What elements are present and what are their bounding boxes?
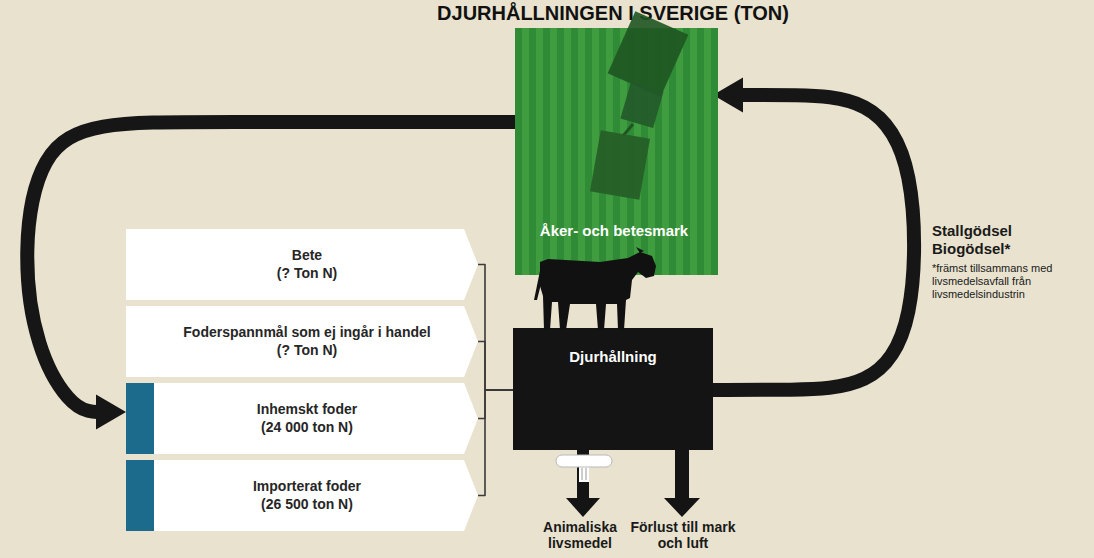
flow-label: Stallgödsel (932, 222, 1082, 240)
feed-box: Bete(? Ton N) (126, 229, 478, 300)
field-stripe (697, 28, 704, 275)
diagram-title: DJURHÅLLNINGEN I SVERIGE (TON) (313, 1, 913, 25)
field-stripe (711, 28, 718, 275)
output-label: Animaliska livsmedel (532, 519, 628, 551)
box-fill (513, 328, 713, 450)
feed-box: Importerat foder(26 500 ton N) (126, 460, 478, 531)
node-text: Foderspannmål som ej ingår i handel (183, 324, 430, 342)
flow-connector (478, 342, 513, 391)
fork-prong (582, 468, 583, 480)
feed-box: Foderspannmål som ej ingår i handel(? To… (126, 306, 478, 377)
tag-shape (126, 383, 478, 454)
connector-line (478, 342, 513, 391)
flow-connector (478, 390, 513, 419)
footnote: *främst tillsammans med livsmedelsavfall… (932, 262, 1090, 301)
node-text: (? Ton N) (277, 342, 337, 360)
connector-line (478, 265, 513, 391)
flow-connector (713, 78, 914, 391)
tag-shape (126, 306, 478, 377)
node-text: (24 000 ton N) (261, 419, 353, 437)
field-area: Åker- och betesmark (515, 28, 713, 275)
node-text: Inhemskt foder (257, 401, 357, 419)
tractor-icon (590, 11, 688, 200)
node-text: (26 500 ton N) (261, 496, 353, 514)
node-text: Åker- och betesmark (540, 222, 688, 241)
node-text: Bete (292, 247, 322, 265)
feed-box: Inhemskt foder(24 000 ton N) (126, 383, 478, 454)
connector-line (478, 390, 513, 496)
tag-shape (126, 460, 478, 531)
arrow-head (566, 498, 600, 517)
fork-prong (586, 468, 587, 480)
livestock-box: Djurhållning (513, 328, 713, 450)
node-text: Djurhållning (569, 348, 657, 367)
accent-bar (126, 460, 154, 531)
field-stripe (529, 28, 536, 275)
flow-connector (478, 390, 513, 496)
node-text: (? Ton N) (277, 265, 337, 283)
accent-bar (126, 383, 154, 454)
field-stripe (515, 28, 522, 275)
output-label: Förlust till mark och luft (627, 519, 739, 551)
cow-icon (534, 247, 656, 330)
connector-line (478, 390, 513, 419)
arrow-head (96, 395, 126, 430)
node-shape (513, 328, 713, 450)
sausage-icon (556, 455, 612, 467)
food-arrow (556, 450, 612, 517)
loss-arrow (664, 450, 700, 517)
tag-shape (126, 229, 478, 300)
flow-label: Biogödsel* (932, 240, 1082, 258)
arrow-shaft (675, 450, 689, 500)
flow-connector (478, 265, 513, 391)
arrow-head (664, 498, 700, 517)
node-text: Importerat foder (253, 478, 361, 496)
connector-line (27, 122, 515, 412)
connector-line (713, 95, 914, 390)
